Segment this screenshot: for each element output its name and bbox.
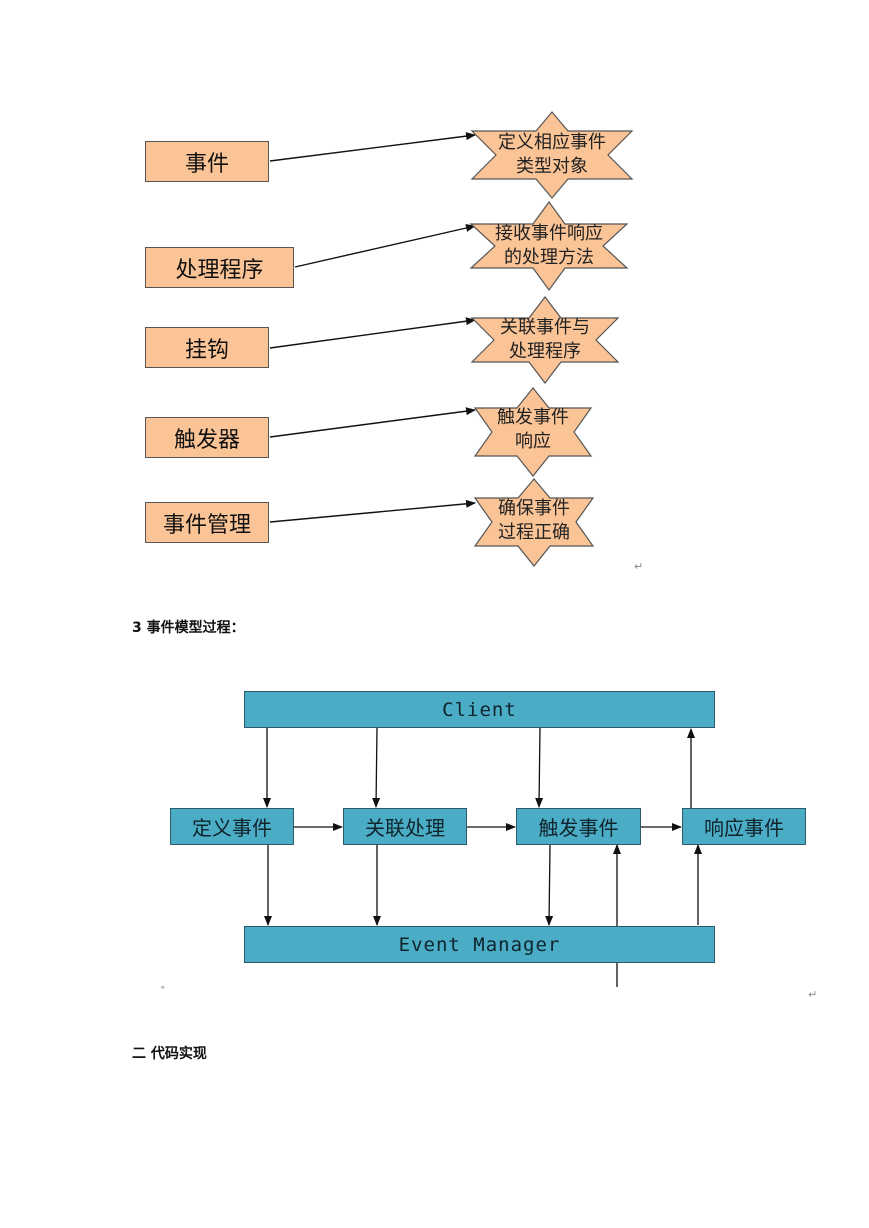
star-label-4-line2: 响应 bbox=[515, 431, 551, 452]
star-label-4: 触发事件响应 bbox=[482, 403, 584, 457]
star-label-3-line1: 关联事件与 bbox=[500, 317, 590, 338]
arrow-5 bbox=[269, 499, 476, 523]
step-define-event: 定义事件 bbox=[170, 808, 294, 845]
star-label-3-line2: 处理程序 bbox=[509, 341, 581, 362]
arrow-1 bbox=[269, 132, 476, 162]
arrow-4 bbox=[269, 407, 476, 438]
star-label-5-line1: 确保事件 bbox=[498, 498, 570, 519]
event-manager-bar: Event Manager bbox=[244, 926, 715, 963]
star-label-3: 关联事件与处理程序 bbox=[478, 313, 612, 367]
star-label-1-line2: 类型对象 bbox=[516, 156, 588, 177]
section-code-heading: 二 代码实现 bbox=[132, 1046, 207, 1062]
paragraph-mark-2: ↵ bbox=[808, 988, 818, 1001]
small-mark: ˚ bbox=[160, 985, 166, 998]
star-label-4-line1: 触发事件 bbox=[497, 407, 569, 428]
star-label-1-line1: 定义相应事件 bbox=[498, 132, 606, 153]
star-label-2-line2: 的处理方法 bbox=[504, 247, 594, 268]
section-3-heading: 3 事件模型过程： bbox=[132, 620, 245, 636]
box-event-manager: 事件管理 bbox=[145, 502, 269, 543]
arrow-3 bbox=[269, 317, 476, 349]
box-hook: 挂钩 bbox=[145, 327, 269, 368]
star-1 bbox=[470, 111, 634, 199]
star-label-2: 接收事件响应的处理方法 bbox=[478, 219, 620, 273]
box-handler: 处理程序 bbox=[145, 247, 294, 288]
step-respond-event: 响应事件 bbox=[682, 808, 806, 845]
star-2 bbox=[469, 200, 629, 292]
step-trigger-event: 触发事件 bbox=[516, 808, 641, 845]
star-3 bbox=[470, 296, 620, 384]
star-4 bbox=[473, 387, 593, 477]
box-trigger: 触发器 bbox=[145, 417, 269, 458]
paragraph-mark-1: ↵ bbox=[634, 560, 644, 573]
step-associate-handler: 关联处理 bbox=[343, 808, 467, 845]
star-label-1: 定义相应事件类型对象 bbox=[482, 128, 622, 182]
star-label-5-line2: 过程正确 bbox=[498, 522, 570, 543]
star-label-5: 确保事件过程正确 bbox=[482, 494, 586, 548]
star-5 bbox=[473, 478, 595, 567]
star-label-2-line1: 接收事件响应 bbox=[495, 223, 603, 244]
box-event: 事件 bbox=[145, 141, 269, 182]
arrow-2 bbox=[294, 224, 476, 268]
client-bar: Client bbox=[244, 691, 715, 728]
